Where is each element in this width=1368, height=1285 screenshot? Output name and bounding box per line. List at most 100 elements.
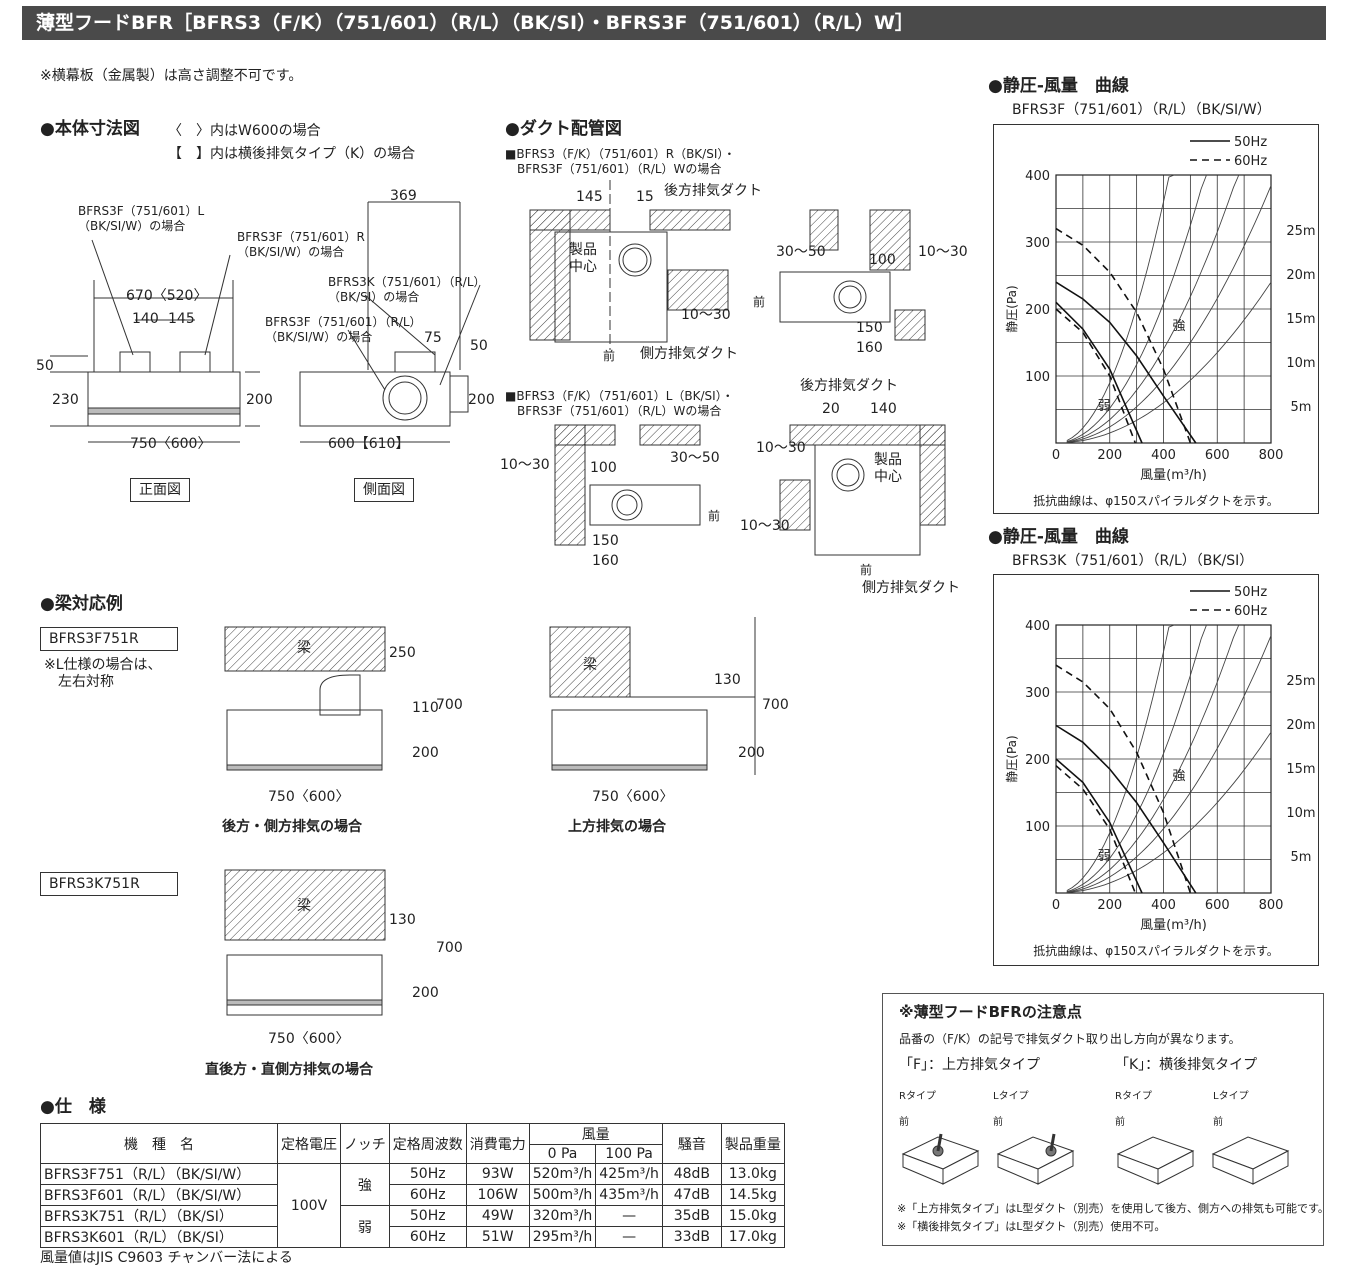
beam-d130-b: 130 <box>389 912 416 928</box>
th-notch: ノッチ <box>340 1123 390 1164</box>
dim-750: 750〈600〉 <box>130 436 212 452</box>
resistance-label: 20m <box>1286 268 1315 283</box>
caution-l2: Lタイプ <box>1213 1091 1249 1102</box>
notch-strong-cell: 強 <box>340 1163 390 1206</box>
pa0-cell: 320m³/h <box>528 1205 597 1227</box>
product-center-2: 製品 中心 <box>874 452 902 485</box>
series-line <box>1055 301 1143 444</box>
th-noise: 騒音 <box>661 1123 722 1164</box>
curve-footnote: 抵抗曲線は、φ150スパイラルダクトを示す。 <box>1033 493 1279 508</box>
th-voltage: 定格電圧 <box>277 1123 341 1164</box>
noise-cell: 35dB <box>661 1205 722 1227</box>
th-freq: 定格周波数 <box>388 1123 467 1164</box>
resistance-label: 20m <box>1286 718 1315 733</box>
dim-75: 75 <box>424 330 442 346</box>
freq-cell: 60Hz <box>388 1226 467 1248</box>
duct-d100-b: 100 <box>590 460 617 476</box>
pa100-cell: — <box>595 1226 663 1248</box>
front-mark-2: 前 <box>753 295 766 309</box>
product-center-1: 製品 中心 <box>569 242 597 275</box>
caution-foot1: ※「上方排気タイプ」はL型ダクト（別売）を使用して後方、側方への排気も可能です。 <box>897 1202 1329 1215</box>
table-row: BFRS3F601（R/L）（BK/SI/W） 60Hz 106W 500m³/… <box>40 1184 785 1206</box>
duct-d140: 140 <box>870 401 897 417</box>
caution-front-4: 前 <box>1213 1117 1223 1128</box>
beam-d130-a: 130 <box>714 672 741 688</box>
x-tick-label: 400 <box>1151 448 1176 463</box>
pa100-cell: 435m³/h <box>595 1184 663 1206</box>
y-tick-label: 300 <box>1025 236 1050 251</box>
th-pa0: 0 Pa <box>528 1144 597 1164</box>
duct-d160-a: 160 <box>856 340 883 356</box>
curve-1-model: BFRS3F（751/601）（R/L）（BK/SI/W） <box>1012 102 1271 118</box>
callout-3: BFRS3K（751/601）（R/L） （BK/SI）の場合 <box>328 275 486 304</box>
weight-cell: 15.0kg <box>720 1205 785 1227</box>
resistance-curve <box>1066 174 1207 443</box>
beam-title: ●梁対応例 <box>40 594 123 614</box>
y-tick-label: 200 <box>1025 753 1050 768</box>
caution-foot2: ※「横後排気タイプ」はL型ダクト（別売）使用不可。 <box>897 1220 1166 1233</box>
power-cell: 106W <box>465 1184 530 1206</box>
rear-duct-label-2: 後方排気ダクト <box>800 378 898 394</box>
resistance-label: 15m <box>1286 312 1315 327</box>
duct-d160-b: 160 <box>592 553 619 569</box>
beam-drawing <box>224 617 756 1016</box>
front-mark-4: 前 <box>860 563 873 577</box>
resistance-curve <box>1066 731 1272 894</box>
duct-case-r: ■BFRS3（F/K）（751/601）R（BK/SI）・ BFRS3F（751… <box>505 147 736 176</box>
dimension-drawing <box>50 201 481 443</box>
weight-cell: 17.0kg <box>720 1226 785 1248</box>
series-line <box>1055 281 1197 444</box>
th-power: 消費電力 <box>465 1123 530 1164</box>
caution-title: ※薄型フードBFRの注意点 <box>899 1003 1082 1021</box>
model-cell: BFRS3K751（R/L）（BK/SI） <box>40 1205 278 1227</box>
curve-2-model: BFRS3K（751/601）（R/L）（BK/SI） <box>1012 553 1254 569</box>
y-axis-label: 静圧(Pa) <box>1005 735 1019 782</box>
weight-cell: 13.0kg <box>720 1163 785 1185</box>
dim-600: 600【610】 <box>328 436 410 452</box>
x-axis-label: 風量(m³/h) <box>1140 918 1207 933</box>
front-mark-3: 前 <box>708 509 721 523</box>
resistance-label: 5m <box>1291 850 1312 865</box>
pa100-cell: — <box>595 1205 663 1227</box>
side-view-label: 側面図 <box>354 478 414 502</box>
model-cell: BFRS3F601（R/L）（BK/SI/W） <box>40 1184 278 1206</box>
duct-d10-30-a: 10〜30 <box>681 307 731 323</box>
x-tick-label: 400 <box>1151 898 1176 913</box>
spec-title: ●仕 様 <box>40 1097 106 1117</box>
duct-d10-30-b: 10〜30 <box>918 244 968 260</box>
freq-cell: 50Hz <box>388 1205 467 1227</box>
caution-box: ※薄型フードBFRの注意点 品番の（F/K）の記号で排気ダクト取り出し方向が異な… <box>882 993 1329 1246</box>
caution-front-3: 前 <box>1115 1117 1125 1128</box>
series-line <box>1055 308 1137 444</box>
beam-d700-b: 700 <box>762 697 789 713</box>
side-duct-label-2: 側方排気ダクト <box>862 580 960 596</box>
duct-d15: 15 <box>636 189 654 205</box>
beam-caption-3: 直後方・直側方排気の場合 <box>205 1062 373 1078</box>
legend-50-label: 50Hz <box>1234 135 1267 150</box>
power-cell: 93W <box>465 1163 530 1185</box>
resistance-curve <box>1066 624 1175 891</box>
beam-d200-b: 200 <box>738 745 765 761</box>
beam-d750-a: 750〈600〉 <box>268 789 350 805</box>
duct-d145: 145 <box>576 189 603 205</box>
dim-369: 369 <box>390 188 417 204</box>
dim-200b: 200 <box>468 392 495 408</box>
rear-duct-label-1: 後方排気ダクト <box>664 183 762 199</box>
caution-line1: 品番の（F/K）の記号で排気ダクト取り出し方向が異なります。 <box>899 1032 1241 1046</box>
th-pa100: 100 Pa <box>595 1144 663 1164</box>
power-cell: 51W <box>465 1226 530 1248</box>
pa0-cell: 520m³/h <box>528 1163 597 1185</box>
spec-footnote: 風量値はJIS C9603 チャンバー法による <box>40 1250 293 1266</box>
duct-d150-b: 150 <box>592 533 619 549</box>
beam-d200-a: 200 <box>412 745 439 761</box>
resistance-label: 10m <box>1286 356 1315 371</box>
front-view-label: 正面図 <box>130 478 190 502</box>
y-tick-label: 200 <box>1025 303 1050 318</box>
x-tick-label: 0 <box>1052 898 1060 913</box>
notch-weak-cell: 弱 <box>340 1205 390 1248</box>
duct-d100-a: 100 <box>869 252 896 268</box>
